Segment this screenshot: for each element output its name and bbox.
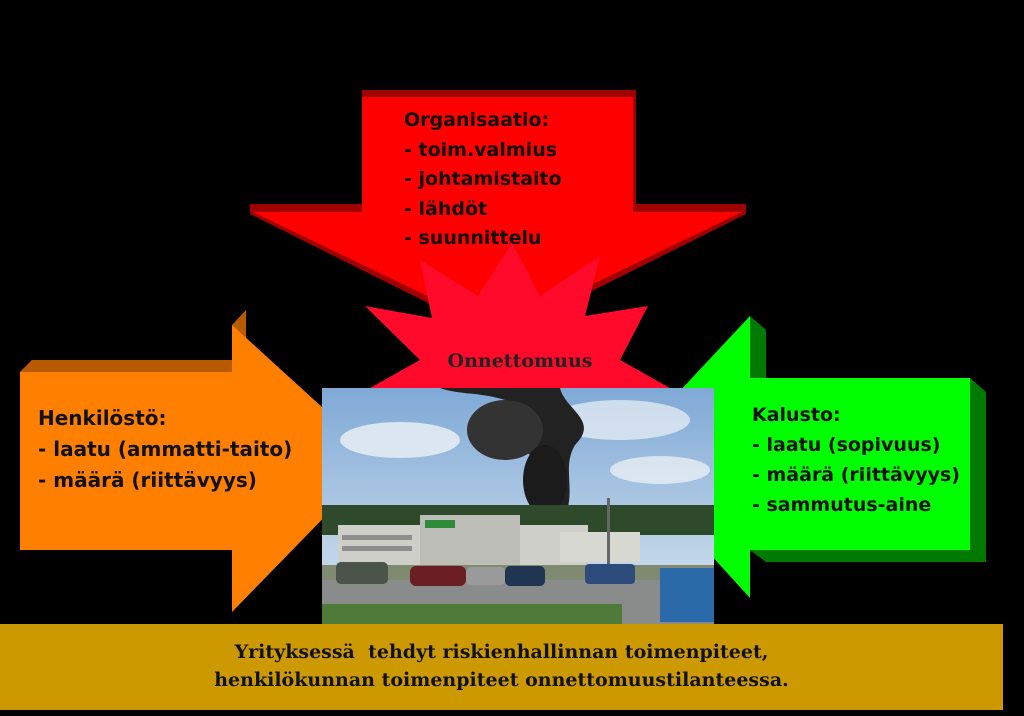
footer-line-1: Yrityksessä tehdyt riskienhallinnan toim… (234, 641, 769, 663)
fire-photo (322, 388, 714, 624)
personnel-item: - laatu (ammatti-taito) (38, 437, 293, 461)
equipment-item: - sammutus-aine (752, 494, 932, 516)
accident-label: Onnettomuus (447, 350, 593, 372)
personnel-item: - määrä (riittävyys) (38, 468, 257, 492)
personnel-text: Henkilöstö: - laatu (ammatti-taito) - mä… (38, 403, 292, 496)
equipment-item: - laatu (sopivuus) (752, 434, 941, 456)
organisation-item: - suunnittelu (404, 227, 542, 249)
organisation-item: - johtamistaito (404, 168, 562, 190)
organisation-title: Organisaatio: (404, 109, 550, 131)
organisation-text: Organisaatio: - toim.valmius - johtamist… (404, 106, 562, 254)
personnel-arrow-side (20, 360, 246, 372)
equipment-arrow-side-3 (750, 316, 766, 378)
equipment-text: Kalusto: - laatu (sopivuus) - määrä (rii… (752, 400, 960, 520)
personnel-arrow (20, 325, 380, 612)
equipment-title: Kalusto: (752, 404, 841, 426)
organisation-arrow (253, 97, 742, 330)
organisation-item: - lähdöt (404, 197, 488, 220)
equipment-arrow-side-2 (750, 550, 986, 562)
equipment-item: - määrä (riittävyys) (752, 464, 960, 486)
equipment-arrow-side (970, 378, 986, 562)
accident-burst (365, 243, 670, 388)
organisation-item: - toim.valmius (404, 138, 558, 161)
footer-banner: Yrityksessä tehdyt riskienhallinnan toim… (0, 624, 1003, 710)
personnel-title: Henkilöstö: (38, 406, 167, 430)
footer-line-2: henkilökunnan toimenpiteet onnettomuusti… (214, 669, 789, 691)
